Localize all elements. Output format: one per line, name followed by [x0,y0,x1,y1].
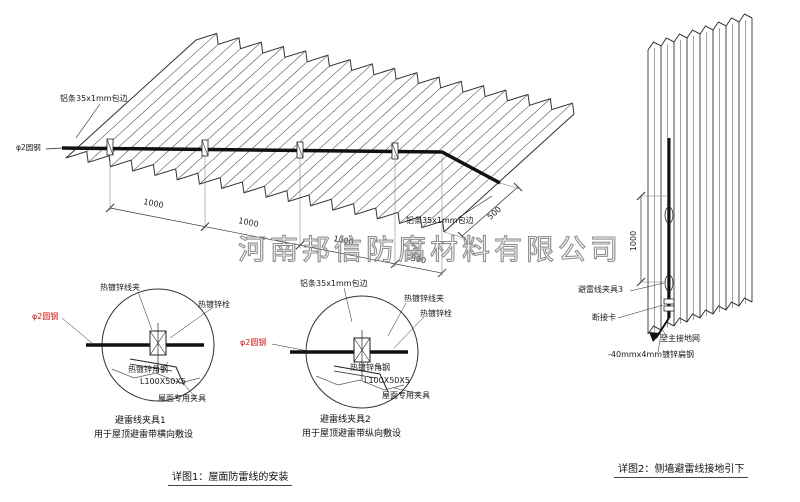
roof-panel-linework [65,32,575,233]
label-flat-steel: -40mmx4mm镀锌扁钢 [608,350,695,359]
clamp1-label-wire-clip: 热镀锌线夹 [100,283,140,292]
detail1-caption: 详图1：屋面防雷线的安装 [168,468,293,486]
company-watermark: 河南邦信防腐材料有限公司 [237,232,623,266]
clamp1-subtitle: 用于屋顶避雷带横向敷设 [94,430,194,440]
wall-wire-and-dims [617,138,675,353]
clamp1-label-roof-fixture: 屋面专用夹具 [158,394,206,403]
label-alu-edge-right: 铝条35x1mm包边 [406,216,474,225]
dim-label-1000-a: 1000 [143,197,165,210]
label-round-steel-roof: φ2圆钢 [16,143,41,152]
clamp2-label-alu-edge: 铝条35x1mm包边 [300,279,368,288]
label-to-main-ground: 至主接地网 [660,334,700,343]
clamp1-title: 避雷线夹具1 [115,416,166,426]
label-clamp3: 避雷线夹具3 [578,285,624,294]
dim-label-1000-c: 1000 [333,234,355,247]
label-disconnect-card: 断接卡 [592,313,616,322]
wall-dim-label-1000: 1000 [629,231,638,251]
wall-panel-linework [647,13,753,335]
clamp2-subtitle: 用于屋顶避雷带纵向敷设 [302,429,402,439]
clamp-detail-2-linework [271,287,425,409]
detail2-caption: 详图2：侧墙避雷线接地引下 [614,460,749,478]
clamp1-label-round-steel: φ2圆钢 [32,312,59,321]
clamp2-label-roof-fixture: 屋面专用夹具 [382,391,430,400]
dim-label-500-a: 500 [410,254,427,266]
roof-dimensions [75,103,523,278]
clamp2-label-bolt: 热镀锌栓 [420,309,452,318]
clamp2-title: 避雷线夹具2 [320,415,371,425]
label-alu-edge-top: 铝条35x1mm包边 [60,94,128,103]
dim-label-1000-b: 1000 [238,216,260,229]
clamp2-label-angle-spec: L100X50X5 [364,376,410,385]
clamp2-label-wire-clip: 热镀锌线夹 [404,294,444,303]
clamp1-label-angle-steel: 热镀锌角钢 [128,365,168,374]
clamp2-label-round-steel: φ2圆钢 [240,338,267,347]
clamp2-label-angle-steel: 热镀锌角钢 [350,363,390,372]
clamp-detail-1-linework [61,288,215,402]
clamp1-label-angle-spec: L100X50X5 [140,377,186,386]
lightning-wire [45,138,501,185]
clamp1-label-bolt: 热镀锌栓 [198,300,230,309]
